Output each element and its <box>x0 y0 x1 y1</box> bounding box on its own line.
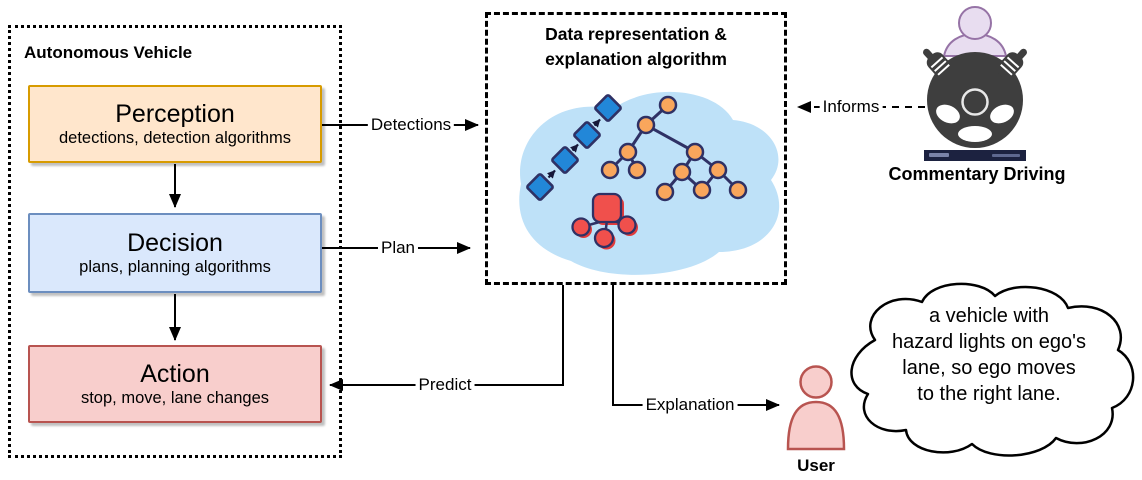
red-tree-icon <box>571 192 638 250</box>
action-box: Action stop, move, lane changes <box>28 345 322 423</box>
algorithm-title-line1: Data representation & <box>545 24 727 44</box>
algorithm-box-title: Data representation & explanation algori… <box>485 22 787 72</box>
algorithm-title-line2: explanation algorithm <box>545 49 727 69</box>
explanation-text-line3: lane, so ego moves <box>902 357 1076 379</box>
user-icon <box>786 365 846 451</box>
decision-box: Decision plans, planning algorithms <box>28 213 322 293</box>
steering-wheel-icon <box>923 48 1027 148</box>
action-title: Action <box>140 360 210 388</box>
commentary-driving-label: Commentary Driving <box>888 164 1066 184</box>
explanation-label: Explanation <box>642 395 738 415</box>
arrow-explanation <box>612 285 780 411</box>
diamond-chain-icon <box>526 94 622 201</box>
perception-box: Perception detections, detection algorit… <box>28 85 322 163</box>
left-hand-icon <box>923 48 954 80</box>
action-subtitle: stop, move, lane changes <box>80 389 270 407</box>
explanation-algorithm-container <box>485 12 787 285</box>
explanation-text-line4: to the right lane. <box>917 383 1061 405</box>
decision-title: Decision <box>127 229 223 257</box>
detections-label: Detections <box>367 115 455 135</box>
perception-title: Perception <box>115 100 235 128</box>
arrow-predict <box>329 285 564 391</box>
explanation-text-line2: hazard lights on ego's <box>892 331 1086 353</box>
data-representation-illustration <box>519 91 780 275</box>
explanation-text: a vehicle with hazard lights on ego's la… <box>856 303 1122 407</box>
perception-subtitle: detections, detection algorithms <box>58 129 292 147</box>
informs-label: Informs <box>819 97 883 117</box>
predict-label: Predict <box>415 375 475 395</box>
tree-graph-icon <box>600 95 748 202</box>
autonomous-vehicle-title: Autonomous Vehicle <box>24 43 193 62</box>
commentary-driver-icon <box>923 6 1027 161</box>
driver-person-icon <box>942 6 1008 57</box>
cloud-shape <box>850 282 1135 457</box>
decision-subtitle: plans, planning algorithms <box>79 258 271 276</box>
autonomous-vehicle-container <box>8 25 342 458</box>
plan-label: Plan <box>377 238 419 258</box>
watermark-bar <box>924 150 1026 161</box>
thought-cloud <box>850 282 1135 457</box>
user-label: User <box>797 456 835 475</box>
explanation-text-line1: a vehicle with <box>928 305 1050 327</box>
right-hand-icon <box>996 48 1027 80</box>
